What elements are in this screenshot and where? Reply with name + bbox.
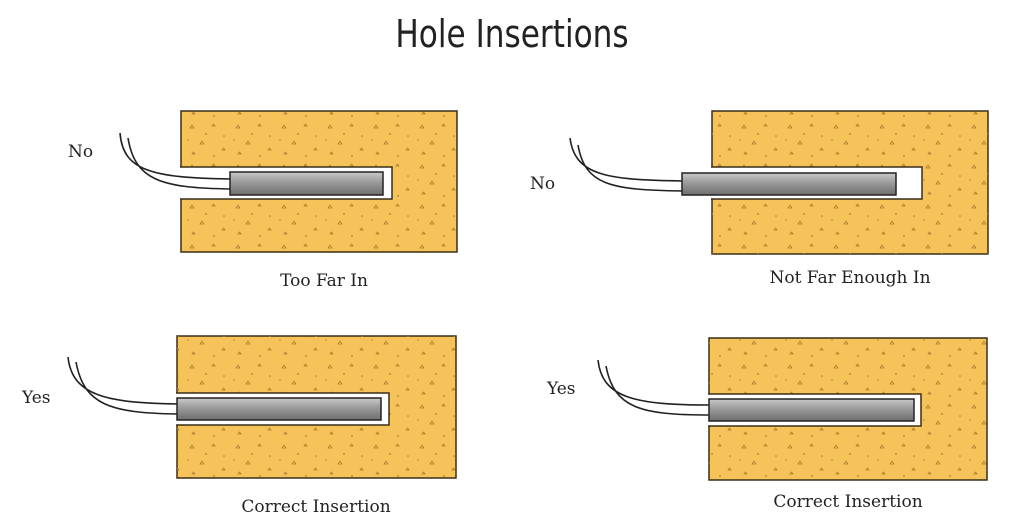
probe-sensor [681, 172, 897, 196]
probe-sensor [708, 398, 915, 422]
diagram-title: Hole Insertions [395, 12, 629, 56]
probe-cable [569, 137, 684, 192]
verdict-label: No [68, 142, 94, 162]
panel-caption: Too Far In [280, 271, 368, 291]
panel-not-far-enough-in [569, 110, 989, 255]
panel-correct-insertion-1 [67, 335, 457, 479]
probe-cable [597, 359, 711, 416]
verdict-label: Yes [547, 379, 576, 399]
verdict-label: Yes [22, 388, 51, 408]
probe-sensor [229, 171, 384, 196]
probe-cable [67, 356, 179, 415]
panel-caption: Correct Insertion [241, 497, 391, 517]
panel-too-far-in [119, 110, 458, 253]
verdict-label: No [530, 174, 556, 194]
probe-sensor [176, 397, 382, 421]
probe-cable [119, 132, 232, 190]
panel-caption: Not Far Enough In [769, 268, 931, 288]
panel-caption: Correct Insertion [773, 492, 923, 512]
panel-correct-insertion-2 [597, 337, 988, 481]
